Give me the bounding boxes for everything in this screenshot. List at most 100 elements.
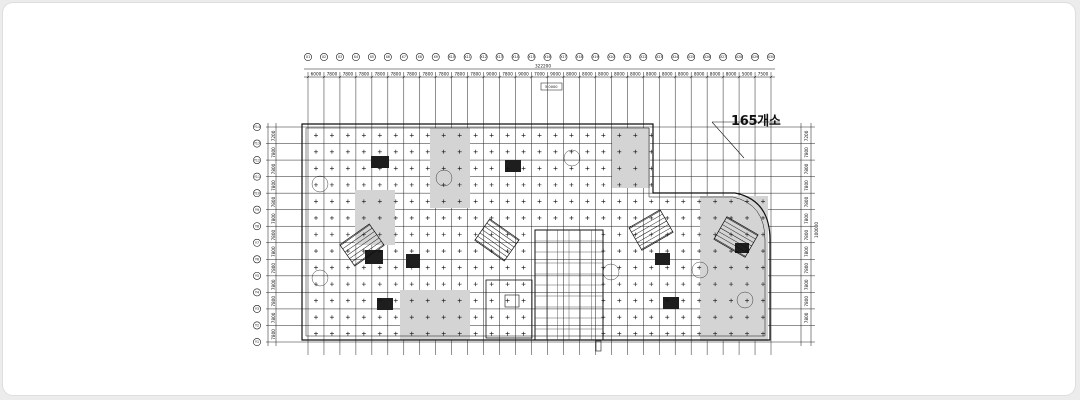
head-mark — [617, 182, 622, 187]
head-mark — [505, 133, 510, 138]
head-mark — [361, 315, 366, 320]
head-mark — [425, 199, 430, 204]
stair-tread — [479, 232, 510, 254]
head-mark — [617, 215, 622, 220]
head-mark — [601, 166, 606, 171]
grid-bubble-top — [543, 53, 552, 61]
head-mark — [521, 199, 526, 204]
round-feature — [311, 175, 329, 193]
head-mark — [537, 215, 542, 220]
dimension-label: 7800 — [804, 213, 809, 224]
dimension-label: 8000 — [646, 72, 657, 77]
equipment-block — [406, 254, 420, 268]
grid-bubble-label: Y8 — [255, 224, 259, 228]
head-mark — [409, 249, 414, 254]
dimension-label: 7800 — [406, 72, 417, 77]
head-mark — [537, 199, 542, 204]
grid-bubble-top — [511, 53, 520, 61]
plan-details — [311, 133, 766, 352]
stair-tread — [349, 237, 380, 259]
head-mark — [345, 149, 350, 154]
grid-bubble-left — [253, 139, 261, 148]
stair-tread — [488, 219, 519, 241]
grid-bubble-left — [253, 271, 261, 280]
head-mark — [697, 199, 702, 204]
head-mark — [665, 265, 670, 270]
head-mark — [649, 133, 654, 138]
head-mark — [425, 249, 430, 254]
grid-bubble-label: X1 — [306, 55, 310, 59]
head-mark — [361, 331, 366, 336]
dimension-label: 7800 — [804, 230, 809, 241]
dimension-label: 7800 — [271, 246, 276, 257]
dimension-label: 8000 — [582, 72, 593, 77]
dimension-label: 7800 — [271, 196, 276, 207]
head-mark — [409, 331, 414, 336]
head-mark — [729, 249, 734, 254]
building-perimeter — [301, 123, 771, 341]
head-mark — [521, 149, 526, 154]
head-mark — [505, 298, 510, 303]
head-mark — [729, 265, 734, 270]
round-feature — [563, 149, 581, 167]
grid-bubble-top — [751, 53, 759, 61]
head-mark — [633, 331, 638, 336]
grid-bubble-top — [719, 53, 728, 61]
dimension-label: 7800 — [804, 263, 809, 274]
head-mark — [745, 331, 750, 336]
stair-tread — [726, 217, 758, 236]
head-mark — [409, 182, 414, 187]
dimension-label: 7800 — [422, 72, 433, 77]
grid-bubble-left — [253, 156, 261, 164]
stair-tread — [344, 231, 375, 253]
stair-cluster — [628, 209, 674, 251]
inner-perimeter — [305, 127, 766, 337]
head-mark — [377, 315, 382, 320]
dimension-label: 7800 — [804, 312, 809, 323]
head-mark — [665, 282, 670, 287]
dimension-label: 7800 — [271, 329, 276, 340]
head-mark — [425, 315, 430, 320]
head-mark — [441, 315, 446, 320]
head-mark — [729, 298, 734, 303]
head-mark — [697, 298, 702, 303]
head-mark — [617, 232, 622, 237]
head-mark — [473, 133, 478, 138]
dimension-label: 6000 — [311, 72, 322, 77]
head-mark — [361, 166, 366, 171]
dimension-label: 7800 — [327, 72, 338, 77]
dimension-label: 8000 — [710, 72, 721, 77]
head-mark — [473, 166, 478, 171]
grid-bubble-label: X6 — [386, 55, 390, 59]
head-mark — [457, 282, 462, 287]
head-mark — [377, 133, 382, 138]
dimension-label: 7800 — [804, 246, 809, 257]
head-mark — [313, 265, 318, 270]
head-mark — [473, 298, 478, 303]
grid-bubble-label: X23 — [656, 55, 662, 59]
head-mark — [505, 182, 510, 187]
head-mark — [425, 282, 430, 287]
dimension-label: 7200 — [271, 130, 276, 141]
head-mark — [761, 199, 766, 204]
head-mark — [361, 182, 366, 187]
stair-tread — [724, 220, 756, 240]
grid-bubble-label: Y4 — [255, 291, 259, 295]
head-mark — [681, 298, 686, 303]
head-mark — [345, 249, 350, 254]
head-mark — [761, 215, 766, 220]
overall-dimension-right: 100000 — [814, 222, 819, 238]
head-mark — [569, 182, 574, 187]
head-mark — [521, 166, 526, 171]
head-mark — [713, 282, 718, 287]
head-mark — [681, 265, 686, 270]
stair-tread — [342, 227, 373, 249]
dimension-label: 7800 — [502, 72, 513, 77]
stair-tread — [631, 213, 663, 233]
head-mark — [537, 133, 542, 138]
head-mark — [617, 331, 622, 336]
head-mark — [425, 215, 430, 220]
head-mark — [313, 199, 318, 204]
head-mark — [489, 166, 494, 171]
head-mark — [441, 331, 446, 336]
